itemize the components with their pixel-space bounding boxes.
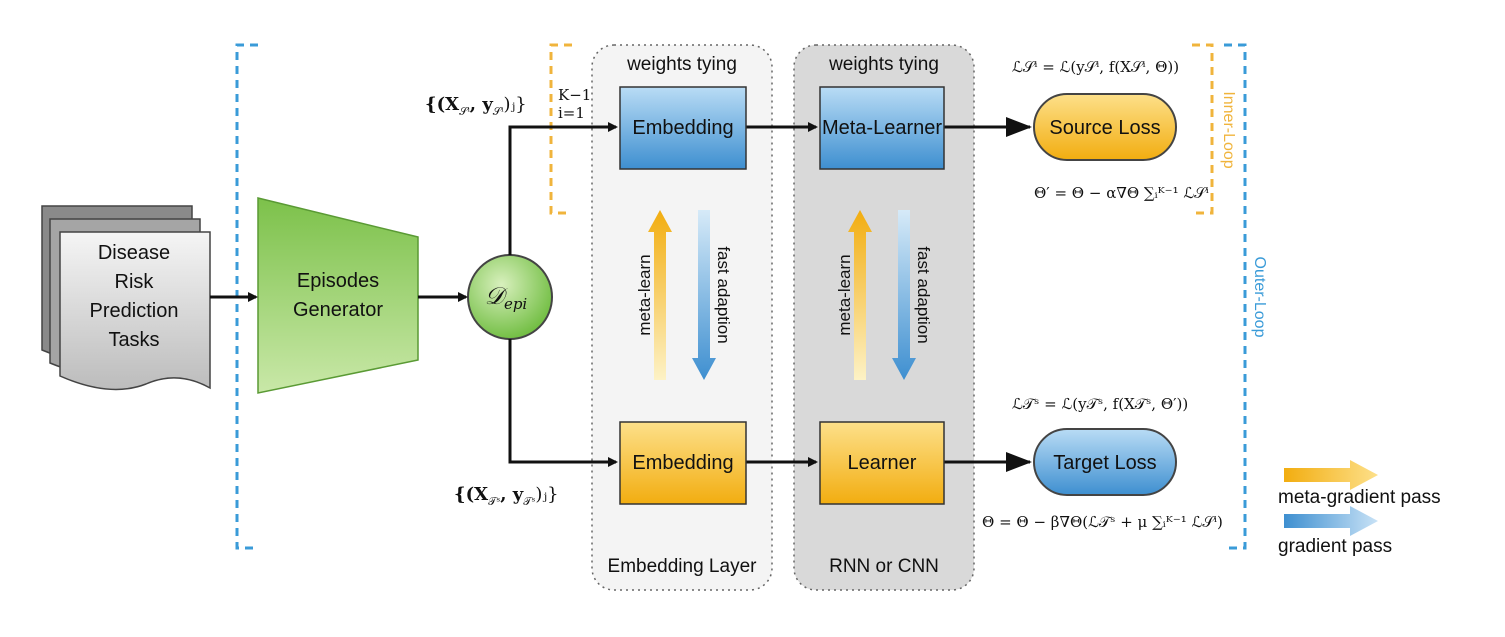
model-weights-tying: weights tying: [828, 54, 939, 75]
legend-meta-arrow: [1284, 460, 1378, 490]
source-set-sup: K−1: [558, 86, 591, 104]
target-set-label: {(X𝒯ˢ, y𝒯ˢ)ⱼ}: [454, 484, 559, 508]
task-documents: [41, 205, 211, 391]
input-line-2: Risk: [115, 271, 155, 293]
inner-loop-bracket-left: [549, 43, 572, 215]
meta-learn-arrow-left: [648, 210, 672, 380]
legend-grad-label: gradient pass: [1278, 536, 1392, 557]
legend-meta-label: meta-gradient pass: [1278, 487, 1441, 508]
fast-adaption-arrow-right: [892, 210, 916, 380]
meta-learn-label-right: meta-learn: [835, 254, 854, 335]
target-loss-pill: [1033, 428, 1177, 496]
input-line-1: Disease: [98, 242, 170, 264]
meta-learn-arrow-right: [848, 210, 872, 380]
outer-loop-label: Outer-Loop: [1251, 257, 1268, 338]
embedding-top-box: [619, 86, 747, 170]
model-layer-label: RNN or CNN: [829, 556, 939, 577]
embedding-bottom-label: Embedding: [632, 452, 733, 474]
target-loss-label: Target Loss: [1053, 452, 1156, 474]
target-update-equation: Θ = Θ − β∇Θ(ℒ𝒯ˢ + μ ∑ᵢᴷ⁻¹ ℒ𝒮ⁱ): [982, 513, 1223, 531]
generator-line-2: Generator: [293, 299, 383, 321]
inner-loop-bracket-right: [1192, 43, 1214, 215]
embedding-layer-label: Embedding Layer: [608, 556, 758, 577]
input-line-4: Tasks: [108, 329, 159, 351]
embedding-top-label: Embedding: [632, 117, 733, 139]
embedding-weights-tying: weights tying: [626, 54, 737, 75]
source-loss-equation: ℒ𝒮ⁱ = ℒ(y𝒮ⁱ, f(X𝒮ⁱ, Θ)): [1012, 58, 1179, 76]
meta-learner-box: [819, 86, 945, 170]
input-line-3: Prediction: [90, 300, 179, 322]
source-update-equation: Θ′ = Θ − α∇Θ ∑ᵢᴷ⁻¹ ℒ𝒮ⁱ: [1034, 184, 1209, 202]
fast-adaption-label-right: fast adaption: [914, 246, 933, 343]
meta-learner-label: Meta-Learner: [822, 117, 942, 139]
inner-loop-label: Inner-Loop: [1220, 91, 1237, 168]
legend-grad-arrow: [1284, 506, 1378, 536]
arrow-dataset-to-target: [508, 339, 618, 467]
fast-adaption-label-left: fast adaption: [714, 246, 733, 343]
fast-adaption-arrow-left: [692, 210, 716, 380]
embedding-bottom-box: [619, 421, 747, 505]
meta-learn-label-left: meta-learn: [635, 254, 654, 335]
generator-line-1: Episodes: [297, 270, 379, 292]
arrow-dataset-to-source: [508, 122, 618, 255]
source-loss-label: Source Loss: [1049, 117, 1160, 139]
learner-label: Learner: [848, 452, 917, 474]
outer-loop-bracket-right: [1224, 43, 1247, 550]
source-loss-pill: [1033, 93, 1177, 161]
learner-box: [819, 421, 945, 505]
dataset-label: 𝒟epi: [485, 282, 528, 313]
source-set-lower: i=1: [558, 104, 585, 122]
source-set-label: {(X𝒮ⁱ, y𝒮ⁱ)ⱼ}: [425, 94, 527, 118]
target-loss-equation: ℒ𝒯ˢ = ℒ(y𝒯ˢ, f(X𝒯ˢ, Θ′)): [1012, 395, 1188, 413]
episodes-generator-shape: [257, 197, 419, 394]
